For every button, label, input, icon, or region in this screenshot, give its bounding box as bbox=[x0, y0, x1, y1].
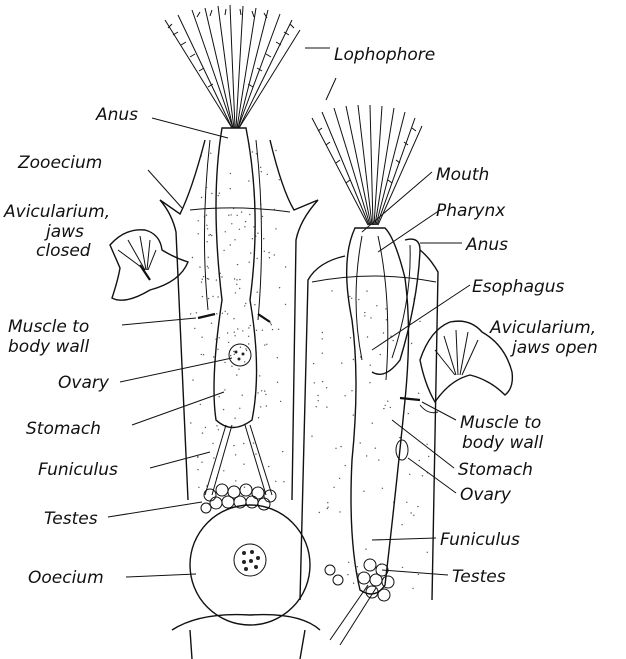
label-muscle-right-1: Muscle to bbox=[460, 413, 541, 433]
left-testes bbox=[201, 484, 276, 513]
label-ooecium: Ooecium bbox=[28, 568, 104, 588]
label-pharynx: Pharynx bbox=[436, 201, 506, 221]
label-testes-left: Testes bbox=[44, 509, 98, 529]
left-lophophore-tentacles bbox=[165, 5, 300, 128]
left-zooecium-wall bbox=[160, 140, 318, 500]
label-avicularium-closed-1: Avicularium, bbox=[3, 202, 110, 222]
label-muscle-right-2: body wall bbox=[462, 433, 543, 453]
right-zooecium-wall bbox=[300, 250, 438, 600]
stipple-texture bbox=[190, 150, 429, 589]
right-ovary bbox=[396, 440, 408, 460]
label-avicularium-closed-3: closed bbox=[36, 241, 91, 261]
label-avicularium-open-1: Avicularium, bbox=[489, 318, 596, 338]
label-zooecium: Zooecium bbox=[17, 153, 102, 173]
label-lophophore: Lophophore bbox=[334, 45, 435, 65]
label-esophagus: Esophagus bbox=[472, 277, 565, 297]
right-testes bbox=[325, 559, 394, 601]
right-zooid bbox=[300, 105, 512, 645]
label-muscle-left-1: Muscle to bbox=[8, 317, 89, 337]
leader-lines bbox=[108, 48, 470, 577]
label-funiculus-left: Funiculus bbox=[38, 460, 118, 480]
right-intestine bbox=[372, 239, 420, 374]
label-ovary-right: Ovary bbox=[460, 485, 512, 505]
label-mouth: Mouth bbox=[436, 165, 489, 185]
right-lophophore-tentacles bbox=[312, 105, 422, 225]
label-anus-right: Anus bbox=[465, 235, 508, 255]
label-ovary-left: Ovary bbox=[58, 373, 110, 393]
label-stomach-right: Stomach bbox=[458, 460, 533, 480]
left-muscle bbox=[198, 314, 270, 322]
label-muscle-left-2: body wall bbox=[8, 337, 89, 357]
label-avicularium-open-2: jaws open bbox=[510, 338, 598, 358]
right-muscle bbox=[400, 398, 420, 400]
label-stomach-left: Stomach bbox=[26, 419, 101, 439]
ooecium bbox=[190, 505, 310, 625]
left-zooid bbox=[110, 5, 320, 659]
labels: Lophophore Anus Zooecium Avicularium, ja… bbox=[3, 45, 598, 588]
left-polypide bbox=[214, 128, 257, 428]
left-funiculus bbox=[205, 425, 272, 495]
label-testes-right: Testes bbox=[452, 567, 506, 587]
label-anus-left: Anus bbox=[95, 105, 138, 125]
label-avicularium-closed-2: jaws bbox=[44, 222, 84, 242]
label-funiculus-right: Funiculus bbox=[440, 530, 520, 550]
